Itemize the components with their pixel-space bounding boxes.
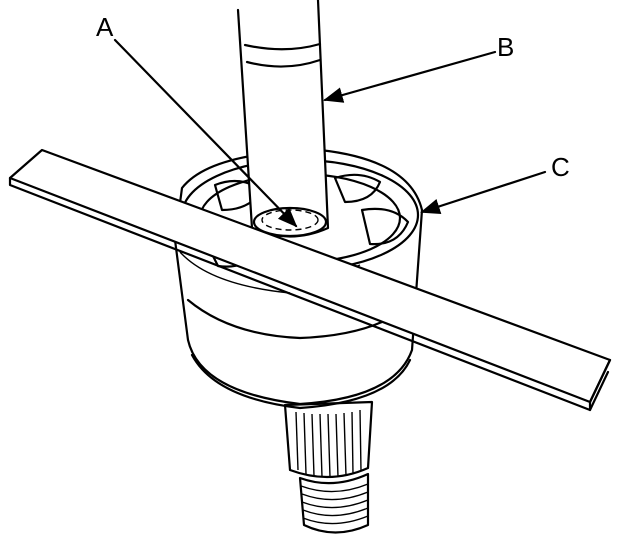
leader-a	[113, 38, 298, 228]
straight-edge	[8, 148, 612, 412]
splined-shaft	[283, 400, 374, 534]
label-a: A	[96, 12, 114, 42]
drive-shaft	[236, 0, 330, 238]
label-c: C	[551, 152, 570, 182]
label-b: B	[497, 32, 514, 62]
leader-b	[323, 50, 497, 103]
leader-c	[420, 170, 547, 215]
